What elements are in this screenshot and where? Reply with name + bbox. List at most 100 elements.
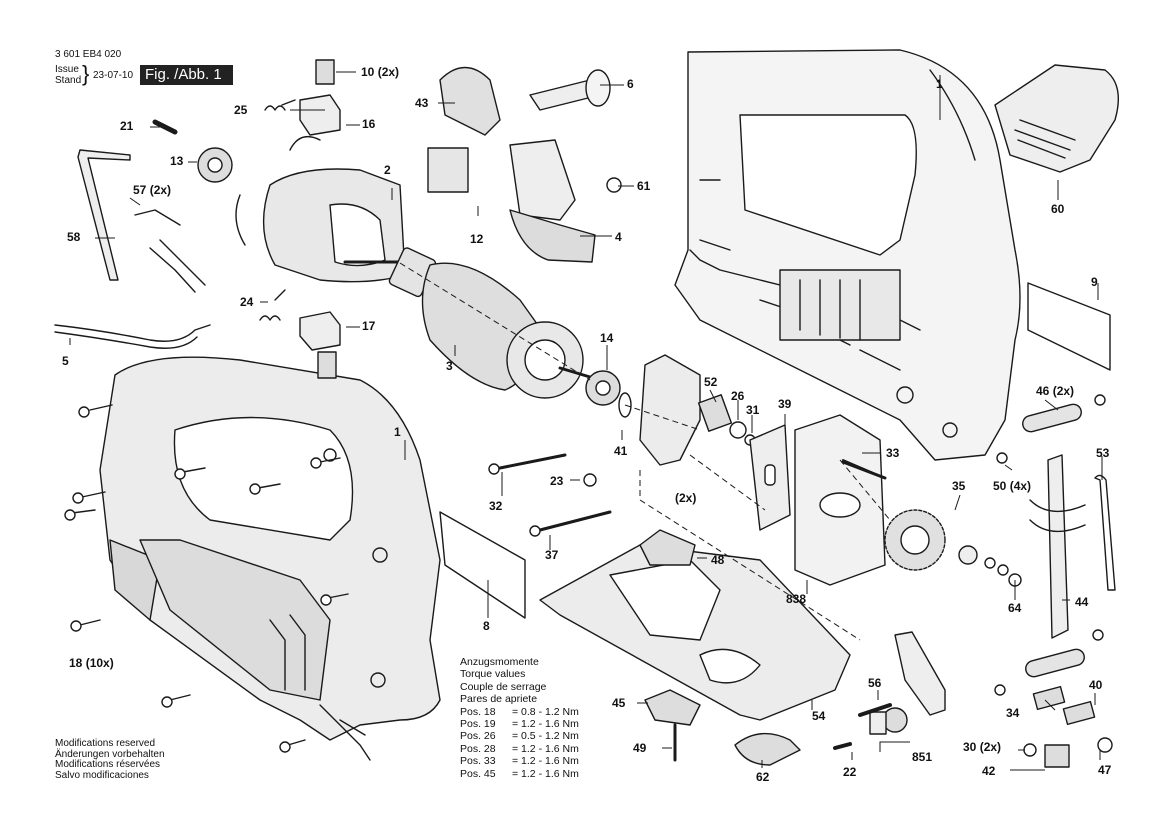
callout-21: 21 [120,119,134,133]
stand-label: Stand [55,75,82,86]
switch-4 [509,139,576,221]
issue-label: Issue [55,64,79,75]
callout-60: 60 [1051,202,1065,216]
callout-61: 61 [637,179,651,193]
plunger-44 [1047,454,1069,639]
washer-50b [1094,394,1106,406]
callout-58: 58 [67,230,81,244]
callout-3: 3 [446,359,453,373]
callout-42: 42 [982,764,996,778]
callout-40: 40 [1089,678,1103,692]
housing-half-right [674,49,1021,461]
callout-30: 30 (2x) [963,740,1002,754]
pin-33 [841,460,887,480]
callout-33: 33 [886,446,900,460]
callout-62: 62 [756,770,770,784]
torque-heading-fr: Couple de serrage [460,680,547,693]
callout-14: 14 [600,331,614,345]
pad-46 [1022,403,1082,433]
screw-32 [498,453,567,470]
brush-10 [315,59,335,85]
callout-50: 50 (4x) [993,479,1032,493]
spring-24 [259,289,286,321]
callout-5: 5 [62,354,69,368]
capacitor-43 [439,66,501,136]
type-label-8 [439,511,526,619]
pin-22 [833,742,852,750]
callout-45: 45 [612,696,626,710]
brush-10b [317,351,337,379]
wire-53 [1094,474,1116,591]
part-number: 3 601 EB4 020 [55,49,122,60]
torque-heading-es: Pares de apriete [460,693,538,706]
callout-35: 35 [952,479,966,493]
callout-41: 41 [614,444,628,458]
ring-13 [197,147,233,183]
switch-trigger-4 [509,209,596,263]
callout-37: 37 [545,548,559,562]
callout-838: 838 [786,592,807,606]
pin-23 [583,473,597,487]
grommet-61 [606,177,622,193]
callout-23: 23 [550,474,564,488]
stator-2 [235,136,406,283]
guard-60 [994,64,1119,173]
callout-1-top: 1 [936,77,943,91]
callout-9: 9 [1091,275,1098,289]
callout-34: 34 [1006,706,1020,720]
callout-39: 39 [778,397,792,411]
callout-64: 64 [1008,601,1022,615]
screws-18 [64,404,349,753]
callout-31: 31 [746,403,760,417]
pad-40 [1062,700,1096,726]
bearing-plate [639,354,701,466]
callout-48: 48 [711,553,725,567]
washer-50c [1092,629,1104,641]
callout-52: 52 [704,375,718,389]
bearing-14 [585,370,621,406]
callout-24: 24 [240,295,254,309]
callout-43: 43 [415,96,429,110]
brush-holder-16 [299,94,341,136]
housing-half-left [99,356,441,761]
callout-13: 13 [170,154,184,168]
callout-44: 44 [1075,595,1089,609]
callout-18: 18 (10x) [69,656,114,670]
callout-12: 12 [470,232,484,246]
modifications-es: Salvo modificaciones [55,769,149,781]
callout-4: 4 [615,230,622,244]
pin-56 [858,703,892,717]
brace: } [82,61,90,86]
callout-47: 47 [1098,763,1112,777]
torque-heading-en: Torque values [460,668,526,681]
callout-6: 6 [627,77,634,91]
modifications-fr: Modifications réservées [55,759,161,770]
lever-62 [734,732,801,766]
callout-2: 2 [384,163,391,177]
clamp-45 [644,689,701,726]
pad-34 [1032,685,1066,711]
gear-35 [884,509,1022,587]
screw-30 [1023,743,1037,757]
rating-plate-9 [1027,282,1111,371]
roller-851 [869,707,908,735]
foot-plate-54 [539,544,851,721]
washer-50a [996,452,1008,464]
torque-row: Pos. 19= 1.2 - 1.6 Nm [460,718,579,731]
callout-10: 10 (2x) [361,65,400,79]
torque-row: Pos. 28= 1.2 - 1.6 Nm [460,742,579,755]
washer-26 [729,421,747,439]
spring-25 [264,99,296,111]
modifications-de: Änderungen vorbehalten [55,748,165,760]
callout-25: 25 [234,103,248,117]
hex-key-58 [77,149,131,281]
block-42 [1044,744,1070,768]
torque-row: Pos. 33= 1.2 - 1.6 Nm [460,755,579,768]
callout-22: 22 [843,765,857,779]
callout-56: 56 [868,676,882,690]
callout-16: 16 [362,117,376,131]
cable-5 [54,324,211,349]
brush-holder-17 [299,311,341,351]
torque-row: Pos. 18= 0.8 - 1.2 Nm [460,705,579,718]
